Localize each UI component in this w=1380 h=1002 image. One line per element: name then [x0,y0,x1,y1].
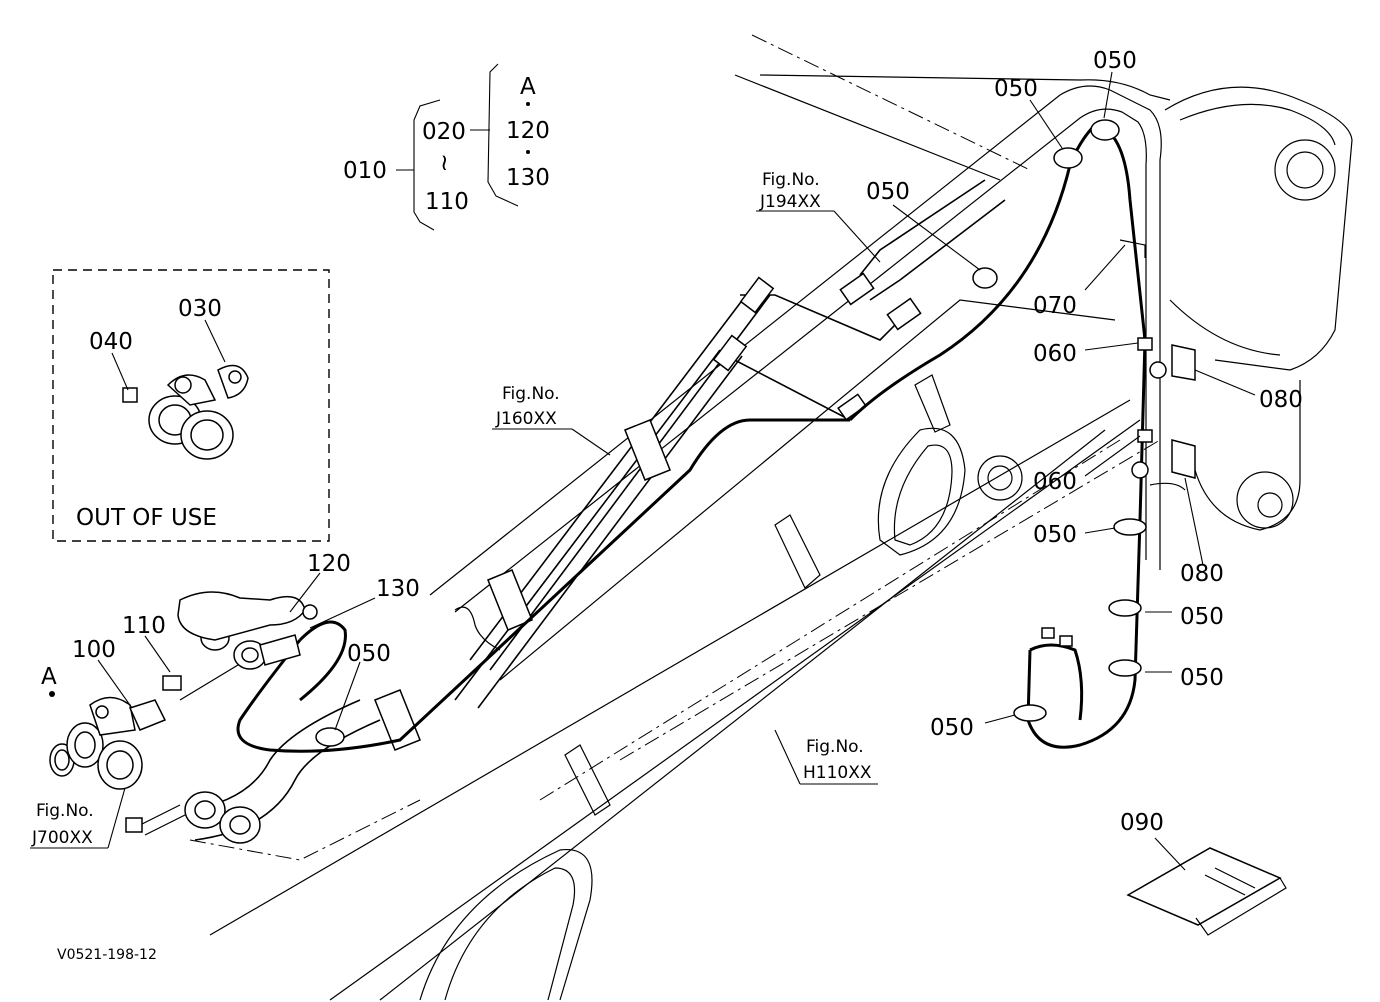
callout-050: 050 [930,715,974,741]
legend-110: 110 [425,189,469,215]
callout-030: 030 [178,296,222,322]
out-of-use-label: OUT OF USE [76,505,217,531]
legend-120: 120 [506,118,550,144]
callout-090: 090 [1120,810,1164,836]
legend-tilde: ≀ [440,150,449,176]
leader-lines [30,63,1256,871]
fig-j194-code: J194XX [759,192,821,212]
fig-j160-label: Fig.No. [502,384,560,404]
callout-060: 060 [1033,341,1077,367]
out-of-use-inset [52,269,330,542]
callout-050: 050 [1180,604,1224,630]
fig-j160-code: J160XX [495,409,557,429]
callout-110: 110 [122,613,166,639]
connector-group [49,591,318,790]
callout-050: 050 [1093,48,1137,74]
callout-050: 050 [994,76,1038,102]
marker-a: A [41,664,57,690]
callout-060: 060 [1033,469,1077,495]
fig-j194-label: Fig.No. [762,170,820,190]
callout-070: 070 [1033,293,1077,319]
callout-100: 100 [72,637,116,663]
fig-j700-label: Fig.No. [36,801,94,821]
labels: 010 020 ≀ 110 A 120 130 Fig.No. J194XX F… [31,48,1303,963]
legend-010: 010 [343,158,387,184]
legend-020: 020 [422,119,466,145]
hydraulic-pipes [125,179,1006,861]
callout-050: 050 [1033,522,1077,548]
fig-j700-code: J700XX [31,828,93,848]
boom-outline [209,34,1353,1001]
callout-050: 050 [347,641,391,667]
fig-h110-code: H110XX [803,763,872,783]
callout-080: 080 [1180,561,1224,587]
fig-h110-label: Fig.No. [806,737,864,757]
legend-a: A [520,74,536,100]
marker-dot [49,691,55,697]
callout-080: 080 [1259,387,1303,413]
callout-050: 050 [866,179,910,205]
drawing-id: V0521-198-12 [57,947,157,963]
legend-130: 130 [506,165,550,191]
callout-050: 050 [1180,665,1224,691]
callout-040: 040 [89,329,133,355]
manual-document [1126,847,1287,936]
wire-harness [236,123,1147,753]
callout-120: 120 [307,551,351,577]
cable-ties [315,119,1196,747]
callout-130: 130 [376,576,420,602]
